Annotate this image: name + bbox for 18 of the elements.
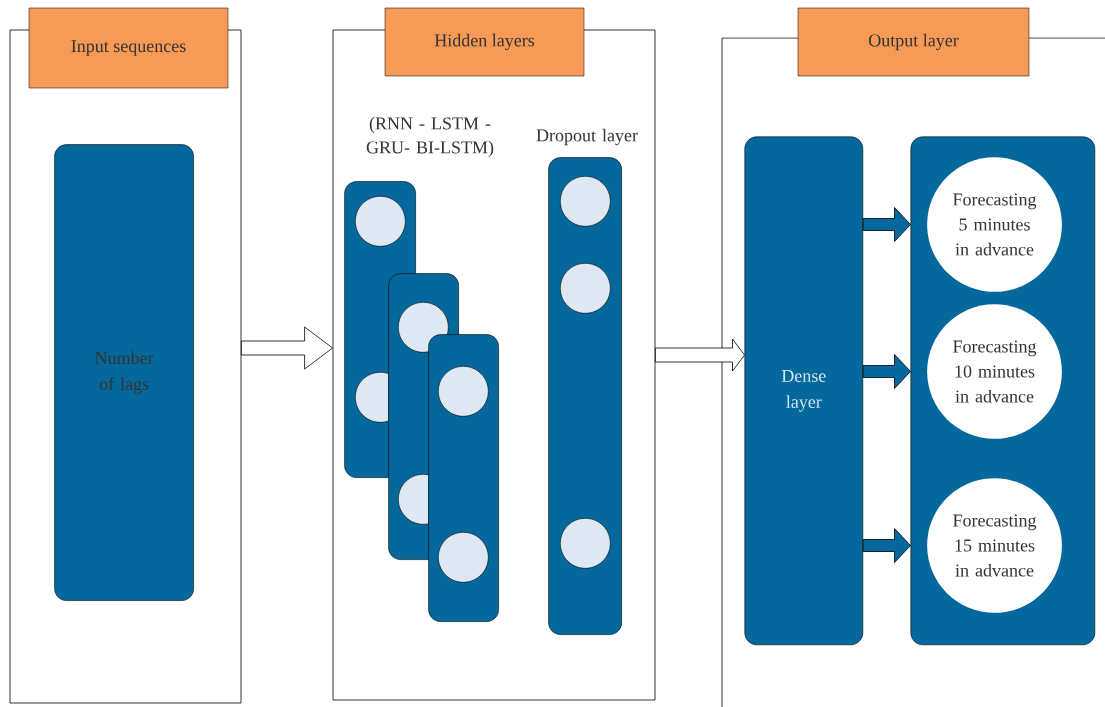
neuron-circle: [560, 263, 611, 314]
layer-box: Dense layer: [744, 136, 864, 646]
neuron-circle: [355, 372, 389, 423]
layer-box: Number of lags: [54, 144, 194, 601]
neuron-circle: [560, 518, 611, 569]
layer-label: (RNN - LSTM - GRU- BI-LSTM): [366, 116, 494, 158]
neuron-circle: [438, 532, 489, 583]
neuron-circle: [438, 366, 489, 417]
neuron-circle: [560, 176, 611, 227]
block-arrow: [862, 354, 911, 389]
layer-label: Dropout layer: [536, 128, 638, 146]
block-arrow: [862, 528, 911, 563]
block-arrow: [241, 326, 333, 370]
block-arrow: [862, 207, 911, 242]
neuron-circle: [398, 302, 449, 353]
neuron-circle: [355, 196, 406, 247]
neuron-circle: [398, 474, 429, 525]
block-arrow: [655, 338, 745, 372]
